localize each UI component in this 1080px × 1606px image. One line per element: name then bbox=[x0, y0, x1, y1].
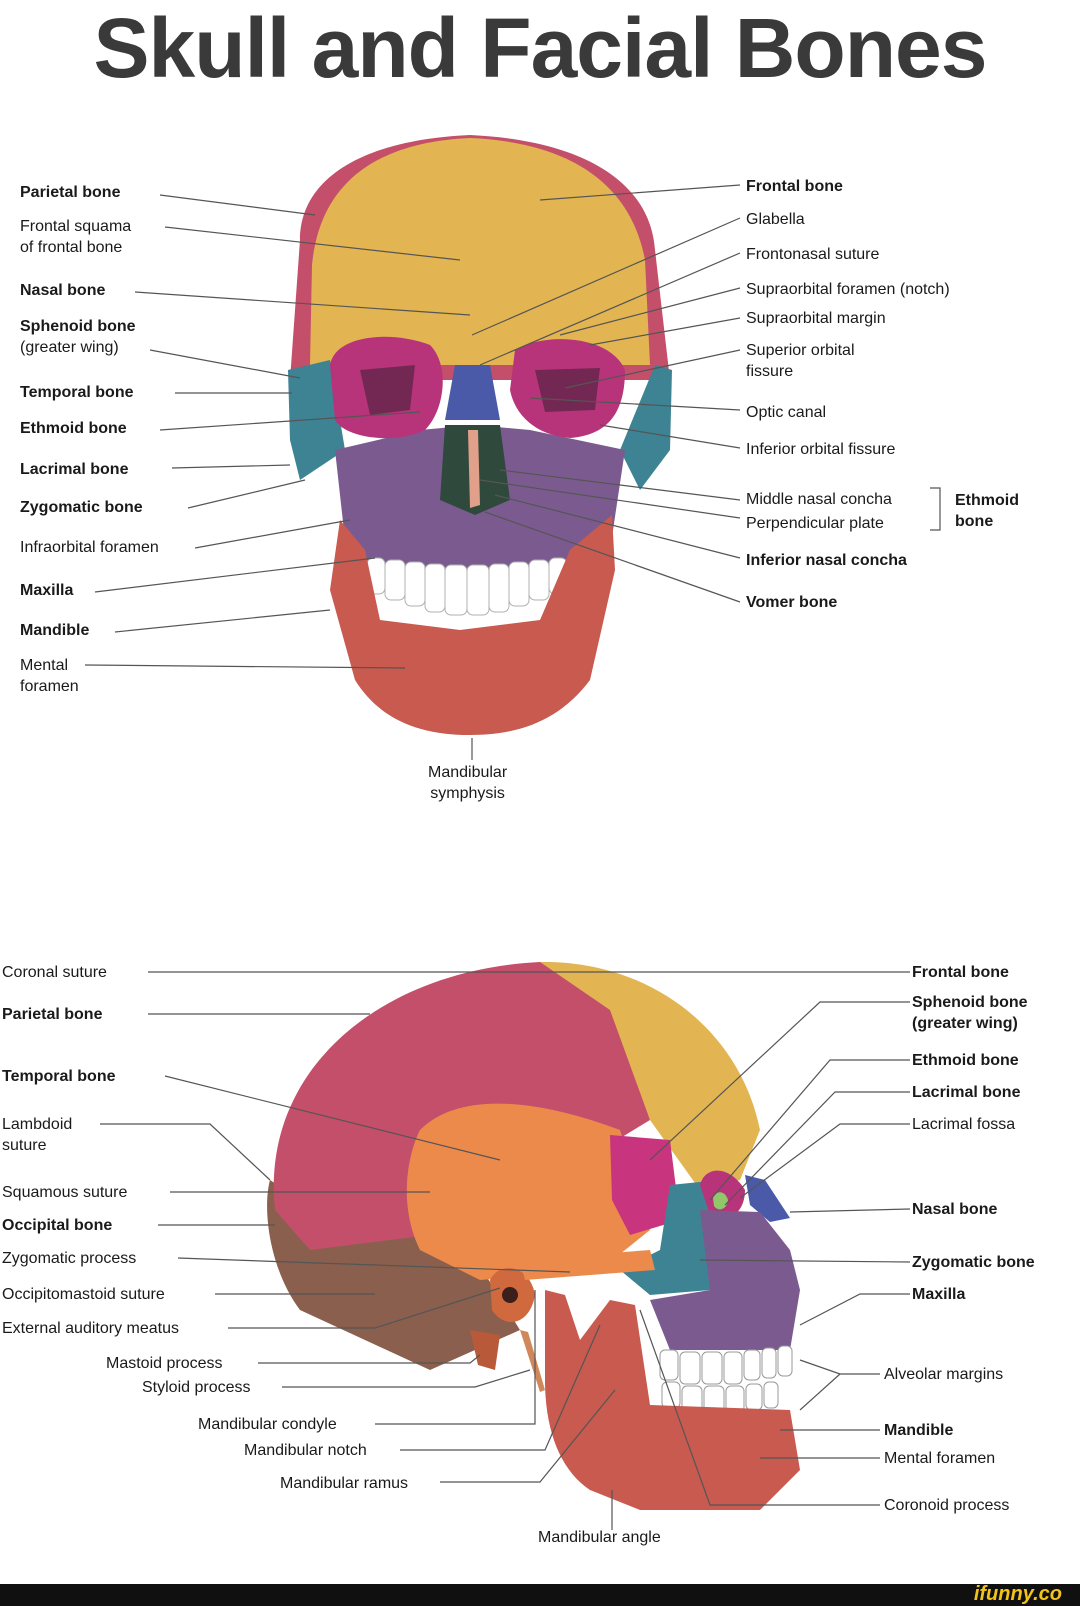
label-lacrimal-fossa: Lacrimal fossa bbox=[912, 1116, 1016, 1133]
teeth-lateral bbox=[659, 1345, 793, 1413]
label-squamous-suture: Squamous suture bbox=[2, 1184, 128, 1201]
label-frontal-bone-lateral: Frontal bone bbox=[912, 964, 1009, 981]
label-lacrimal-bone-lateral: Lacrimal bone bbox=[912, 1084, 1021, 1101]
temporal-bone-lateral bbox=[406, 1103, 650, 1280]
frontal-bone-anterior bbox=[310, 138, 650, 365]
zygomatic-bone-anterior-right bbox=[620, 365, 672, 490]
label-lacrimal-bone-anterior: Lacrimal bone bbox=[20, 461, 129, 478]
styloid-process-lateral bbox=[520, 1330, 545, 1392]
label-zygomatic-bone-anterior: Zygomatic bone bbox=[20, 499, 143, 516]
label-ethmoid-bone-anterior: Ethmoid bone bbox=[20, 420, 127, 437]
label-parietal-bone-lateral: Parietal bone bbox=[2, 1006, 103, 1023]
nasal-bone-lateral bbox=[745, 1175, 790, 1222]
label-ethmoid-group: Ethmoid bone bbox=[955, 492, 1019, 530]
label-infraorbital-foramen: Infraorbital foramen bbox=[20, 539, 159, 556]
label-mandible-lateral: Mandible bbox=[884, 1422, 954, 1439]
label-maxilla-lateral: Maxilla bbox=[912, 1286, 966, 1303]
label-styloid-process: Styloid process bbox=[142, 1379, 251, 1396]
mastoid-process-lateral bbox=[470, 1330, 500, 1370]
label-sphenoid-greater-wing: (greater wing) bbox=[20, 339, 119, 356]
frontal-bone-lateral bbox=[540, 961, 760, 1190]
label-mandibular-condyle: Mandibular condyle bbox=[198, 1416, 337, 1433]
anterior-leader-lines bbox=[84, 184, 941, 760]
label-mandibular-symphysis: Mandibular symphysis bbox=[428, 764, 508, 802]
label-coronoid-process: Coronoid process bbox=[884, 1497, 1010, 1514]
label-sphenoid-bone-anterior: Sphenoid bone bbox=[20, 318, 136, 335]
label-mandibular-ramus: Mandibular ramus bbox=[280, 1475, 409, 1492]
label-mandible-anterior: Mandible bbox=[20, 622, 90, 639]
label-supraorbital-margin: Supraorbital margin bbox=[746, 310, 886, 327]
page-title: Skull and Facial Bones bbox=[93, 1, 988, 95]
ifunny-logo[interactable]: ifunny.co bbox=[973, 1583, 1062, 1605]
label-temporal-bone-lateral: Temporal bone bbox=[2, 1068, 116, 1085]
label-alveolar-margins: Alveolar margins bbox=[884, 1366, 1004, 1383]
label-mastoid-process: Mastoid process bbox=[106, 1355, 223, 1372]
lacrimal-fossa-lateral bbox=[713, 1192, 728, 1210]
parietal-bone-lateral bbox=[273, 962, 650, 1250]
zygomatic-arch-lateral bbox=[520, 1250, 655, 1280]
label-middle-nasal-concha: Middle nasal concha bbox=[746, 491, 892, 508]
label-ethmoid-bone-lateral: Ethmoid bone bbox=[912, 1052, 1019, 1069]
label-mandibular-notch: Mandibular notch bbox=[244, 1442, 367, 1459]
label-superior-orbital-fissure: Superior orbital fissure bbox=[746, 342, 855, 380]
label-inferior-nasal-concha: Inferior nasal concha bbox=[746, 552, 907, 569]
label-frontal-bone-anterior: Frontal bone bbox=[746, 178, 843, 195]
label-frontonasal-suture: Frontonasal suture bbox=[746, 246, 880, 263]
label-mental-foramen-lateral: Mental foramen bbox=[884, 1450, 996, 1467]
mandible-anterior bbox=[330, 515, 615, 735]
label-mandibular-angle: Mandibular angle bbox=[538, 1529, 661, 1546]
mandible-lateral bbox=[545, 1290, 800, 1510]
label-temporal-bone-anterior: Temporal bone bbox=[20, 384, 134, 401]
label-coronal-suture: Coronal suture bbox=[2, 964, 107, 981]
sphenoid-bone-lateral bbox=[610, 1135, 680, 1235]
footer-bar: ifunny.co bbox=[0, 1583, 1080, 1606]
label-zygomatic-process: Zygomatic process bbox=[2, 1250, 137, 1267]
label-sphenoid-bone-lateral: Sphenoid bone (greater wing) bbox=[912, 994, 1028, 1032]
label-optic-canal: Optic canal bbox=[746, 404, 827, 421]
label-maxilla-anterior: Maxilla bbox=[20, 582, 74, 599]
label-glabella: Glabella bbox=[746, 211, 805, 228]
label-vomer-bone: Vomer bone bbox=[746, 594, 838, 611]
label-nasal-bone-anterior: Nasal bone bbox=[20, 282, 106, 299]
label-supraorbital-foramen: Supraorbital foramen (notch) bbox=[746, 281, 950, 298]
label-frontal-squama: Frontal squama of frontal bone bbox=[20, 218, 132, 256]
label-perpendicular-plate: Perpendicular plate bbox=[746, 515, 884, 532]
label-zygomatic-bone-lateral: Zygomatic bone bbox=[912, 1254, 1035, 1271]
maxilla-lateral bbox=[650, 1210, 800, 1350]
anterior-skull-diagram bbox=[84, 135, 941, 760]
lateral-skull-diagram bbox=[100, 961, 911, 1530]
label-occipital-bone: Occipital bone bbox=[2, 1217, 113, 1234]
label-inferior-orbital-fissure: Inferior orbital fissure bbox=[746, 441, 896, 458]
label-mental-foramen-anterior: Mental foramen bbox=[20, 657, 79, 695]
nasal-bone-anterior bbox=[445, 365, 500, 420]
zygomatic-bone-anterior bbox=[288, 360, 345, 480]
lateral-leader-lines bbox=[100, 971, 911, 1530]
label-occipitomastoid-suture: Occipitomastoid suture bbox=[2, 1286, 165, 1303]
label-nasal-bone-lateral: Nasal bone bbox=[912, 1201, 998, 1218]
label-lambdoid-suture: Lambdoid suture bbox=[2, 1116, 73, 1154]
label-external-auditory-meatus: External auditory meatus bbox=[2, 1320, 179, 1337]
label-parietal-bone-anterior: Parietal bone bbox=[20, 184, 121, 201]
